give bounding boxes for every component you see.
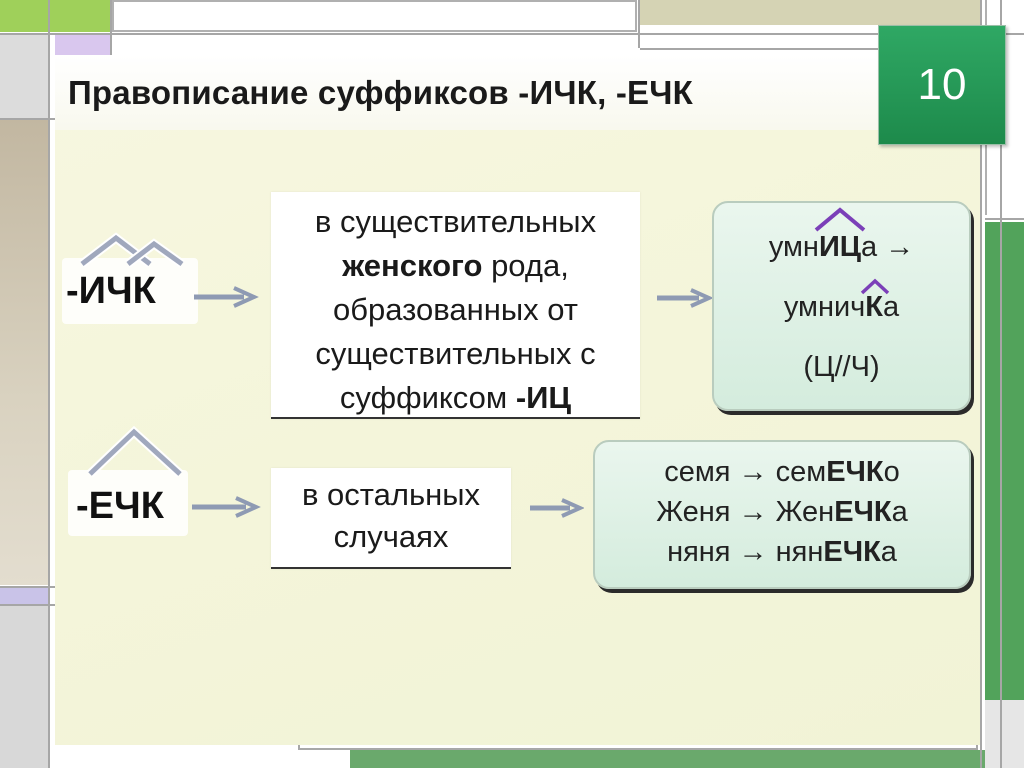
example-line: умничКа: [783, 291, 900, 323]
example-suffix: ЕЧК: [826, 456, 884, 488]
slide-number: 10: [917, 60, 967, 109]
example-line: семя → семЕЧКо: [664, 456, 900, 488]
example-suffix: ИЦ: [818, 231, 861, 263]
suffix-caret-icon: [86, 425, 184, 478]
frame-block-brown-left: [0, 120, 48, 585]
frame-line: [980, 0, 982, 768]
rule-line: в остальных: [301, 477, 481, 512]
frame-block-tan-top: [640, 0, 980, 25]
frame-block-gray-left: [0, 35, 48, 120]
example-line: Женя → ЖенЕЧКа: [656, 496, 908, 528]
rule-line: в существительных: [314, 204, 597, 239]
example-line: умнИЦа →: [768, 231, 915, 263]
frame-line: [638, 0, 640, 48]
frame-line: [0, 118, 55, 120]
frame-block-gray-right-bottom: [985, 700, 1024, 768]
example-suffix: К: [865, 291, 883, 323]
rule-line: суффиксом -ИЦ: [339, 380, 572, 415]
arrow-right-icon: [192, 496, 261, 518]
arrow-right-icon: [657, 288, 713, 308]
frame-line: [0, 33, 1024, 35]
slide-number-badge: 10: [878, 25, 1006, 145]
rule-line: случаях: [333, 519, 449, 554]
rule-box-ichk: в существительных женского рода, образов…: [271, 192, 640, 419]
rule-line: женского рода,: [342, 248, 569, 283]
frame-line: [640, 48, 880, 50]
frame-block-white-top: [112, 0, 637, 32]
rule-box-echk: в остальных случаях: [271, 468, 511, 569]
suffix-ichk-highlight: [62, 258, 198, 324]
frame-line: [48, 0, 50, 768]
suffix-echk-highlight: [68, 470, 188, 536]
slide-title: Правописание суффиксов -ИЧК, -ЕЧК: [68, 74, 693, 111]
rule-line: существительных с: [315, 336, 596, 371]
frame-line: [0, 586, 55, 588]
example-line: (Ц//Ч): [803, 351, 880, 383]
frame-line: [110, 0, 112, 55]
rule-emphasis: женского: [342, 248, 483, 283]
title-band: [55, 55, 925, 130]
rule-emphasis: -ИЦ: [515, 380, 572, 415]
example-box-echk: семя → семЕЧКо Женя → ЖенЕЧКа няня → нян…: [593, 440, 971, 589]
frame-line: [1000, 0, 1002, 768]
suffix-caret-icon: [860, 278, 890, 295]
frame-line: [0, 604, 55, 606]
suffix-ichk-label: -ИЧК: [66, 270, 156, 312]
suffix-caret-icon: [79, 232, 185, 268]
frame-block-lavender: [55, 35, 110, 57]
example-suffix: ЕЧК: [834, 496, 892, 528]
frame-block-lavender-left: [0, 588, 48, 606]
arrow-right-icon: [194, 286, 259, 308]
frame-block-green-right: [985, 222, 1024, 700]
arrow-right-icon: [530, 498, 584, 518]
rule-line: образованных от: [333, 292, 578, 327]
frame-block-green-top-left: [0, 0, 110, 32]
example-suffix: ЕЧК: [823, 536, 881, 568]
frame-block-gray-left-bottom: [0, 606, 48, 768]
example-line: няня → нянЕЧКа: [667, 536, 897, 568]
frame-line: [985, 218, 1024, 220]
frame-block-green-bottom: [350, 750, 985, 768]
suffix-caret-icon: [814, 207, 866, 232]
suffix-echk-label: -ЕЧК: [76, 485, 164, 527]
example-box-ichk: умнИЦа → умничКа (Ц//Ч): [712, 201, 971, 411]
